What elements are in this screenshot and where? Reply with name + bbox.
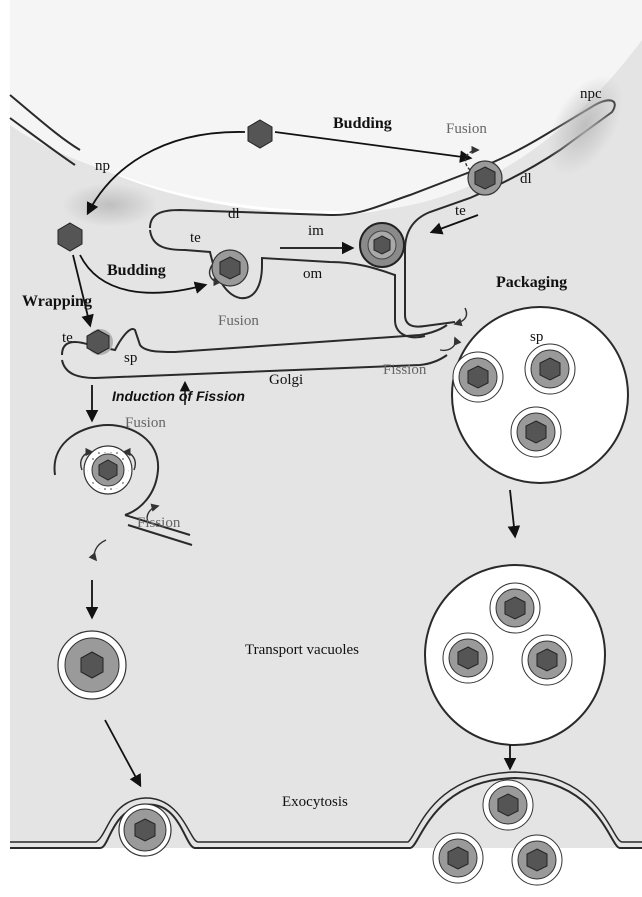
nuclear-pore-left bbox=[62, 183, 158, 227]
label-dl-right: dl bbox=[520, 171, 532, 187]
label-packaging: Packaging bbox=[496, 274, 567, 291]
label-fusion-left: Fusion bbox=[218, 313, 259, 329]
virus-trans-3 bbox=[522, 635, 572, 685]
label-golgi: Golgi bbox=[269, 372, 303, 388]
virus-exocytosis-left bbox=[119, 804, 171, 856]
label-dl-left: dl bbox=[228, 206, 240, 222]
label-fission-right: Fission bbox=[383, 362, 427, 378]
virus-pack-1 bbox=[453, 352, 503, 402]
label-npc: npc bbox=[580, 86, 602, 102]
label-budding-left: Budding bbox=[107, 262, 166, 279]
label-te-left: te bbox=[190, 230, 201, 246]
label-fusion-top: Fusion bbox=[446, 121, 487, 137]
label-induction-of-fission: Induction of Fission bbox=[112, 388, 245, 404]
virus-transport-left bbox=[58, 631, 126, 699]
virus-exo-r3 bbox=[512, 835, 562, 885]
virus-exo-r2 bbox=[433, 833, 483, 883]
label-wrapping: Wrapping bbox=[22, 293, 92, 310]
label-om: om bbox=[303, 266, 323, 282]
virus-pack-2 bbox=[525, 344, 575, 394]
virus-pack-3 bbox=[511, 407, 561, 457]
label-sp-wrap: sp bbox=[124, 350, 137, 366]
virus-trans-2 bbox=[443, 633, 493, 683]
label-budding-top: Budding bbox=[333, 115, 392, 132]
label-fusion-lower: Fusion bbox=[125, 415, 166, 431]
virus-wrapping bbox=[87, 329, 113, 355]
virus-lower-left-vesicle bbox=[84, 446, 132, 494]
label-te-wrap: te bbox=[62, 330, 73, 346]
label-fission-lower: Fission bbox=[137, 515, 181, 531]
virus-exo-r1 bbox=[483, 780, 533, 830]
virus-trans-1 bbox=[490, 583, 540, 633]
label-te-right: te bbox=[455, 203, 466, 219]
virus-envelope-center bbox=[360, 223, 404, 267]
label-np: np bbox=[95, 158, 110, 174]
label-transport-vacuoles: Transport vacuoles bbox=[245, 642, 359, 658]
virus-budding-left bbox=[212, 250, 248, 286]
label-sp-pack: sp bbox=[530, 329, 543, 345]
virus-fusion-top bbox=[468, 161, 502, 195]
label-im: im bbox=[308, 223, 324, 239]
label-exocytosis: Exocytosis bbox=[282, 794, 348, 810]
